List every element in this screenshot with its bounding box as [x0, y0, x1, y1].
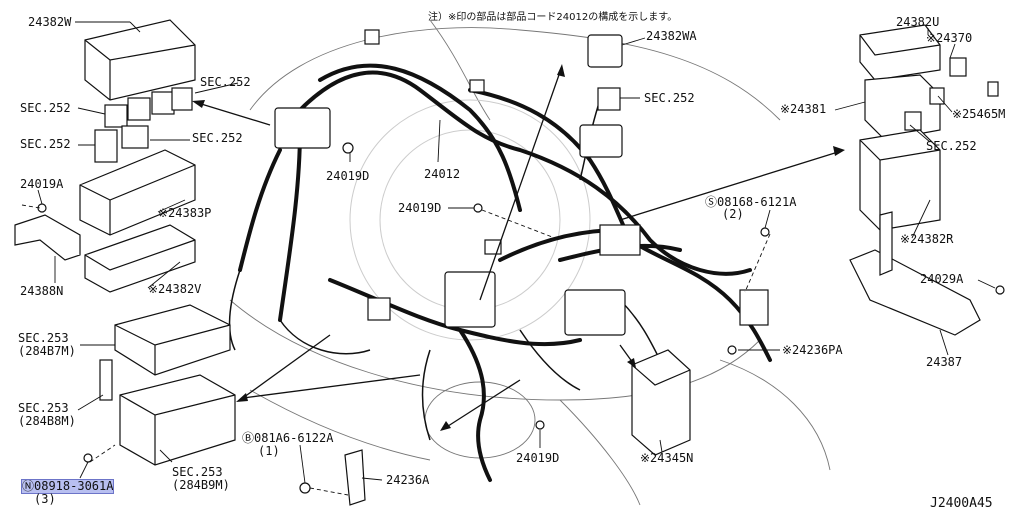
label-bolt-081A6-6122A: Ⓑ081A6-6122A	[242, 431, 334, 445]
label-sec252-b[interactable]: SEC.252	[20, 101, 71, 115]
label-24029A: 24029A	[920, 272, 964, 286]
label-bolt-08168-6121A: Ⓢ08168-6121A	[705, 195, 797, 209]
fuse-block-base-24382V	[84, 224, 196, 293]
relay-box-24381	[864, 74, 941, 141]
label-25465M: ※25465M	[952, 107, 1006, 121]
label-24388N: 24388N	[20, 284, 64, 298]
fuse-box-cover-24382W	[84, 19, 196, 101]
bracket-24236A	[344, 449, 366, 506]
relay-24382WA	[579, 34, 623, 158]
label-sec253-c-code: (284B9M)	[172, 478, 230, 492]
label-24019D-a: 24019D	[326, 169, 370, 183]
label-24382R: ※24382R	[900, 232, 954, 246]
label-24381: ※24381	[780, 102, 827, 116]
label-24382WA: 24382WA	[646, 29, 697, 43]
fuse-block-24382R	[859, 129, 941, 231]
label-24019D-b: 24019D	[398, 201, 442, 215]
label-sec252-d[interactable]: SEC.252	[20, 137, 71, 151]
label-24345N: ※24345N	[640, 451, 694, 465]
label-24236PA: ※24236PA	[782, 343, 843, 357]
label-24383P: ※24383P	[158, 206, 212, 220]
bracket-24387	[849, 211, 981, 336]
label-24236A: 24236A	[386, 473, 430, 487]
label-sec253-b[interactable]: SEC.253	[18, 401, 69, 415]
label-sec252-a[interactable]: SEC.252	[200, 75, 251, 89]
label-sec252-c[interactable]: SEC.252	[192, 131, 243, 145]
label-bolt-08168-qty: (2)	[722, 207, 744, 221]
bracket-24388N	[14, 214, 81, 261]
header-note: 注）※印の部品は部品コード24012の構成を示します。	[428, 12, 678, 23]
label-24019D-c: 24019D	[516, 451, 560, 465]
label-sec253-c[interactable]: SEC.253	[172, 465, 223, 479]
label-24382W: 24382W	[28, 15, 72, 29]
label-sec252-f[interactable]: SEC.252	[926, 139, 977, 153]
label-24012: 24012	[424, 167, 461, 181]
label-24387: 24387	[926, 355, 963, 369]
label-24019A: 24019A	[20, 177, 64, 191]
label-sec253-a-code: (284B7M)	[18, 344, 76, 358]
label-24382V: ※24382V	[148, 282, 202, 296]
label-sec252-e[interactable]: SEC.252	[644, 91, 695, 105]
label-24382U: 24382U	[896, 15, 940, 29]
fuse-block-24383P	[79, 149, 196, 236]
label-bolt-081A6-qty: (1)	[258, 444, 280, 458]
label-24370: ※24370	[926, 31, 973, 45]
diagram-code: J2400A45	[930, 496, 993, 511]
fuse-box-cover-24382U	[859, 24, 941, 81]
fuse-box-sec253	[99, 304, 236, 466]
label-bolt-08918-3061A[interactable]: Ⓝ08918-3061A	[20, 479, 115, 494]
label-bolt-08918-qty: (3)	[34, 492, 56, 506]
label-sec253-b-code: (284B8M)	[18, 414, 76, 428]
label-sec253-a[interactable]: SEC.253	[18, 331, 69, 345]
relay-box-24345N	[631, 349, 691, 456]
relay-24370	[929, 57, 999, 105]
relay-group-sec252	[94, 87, 193, 163]
